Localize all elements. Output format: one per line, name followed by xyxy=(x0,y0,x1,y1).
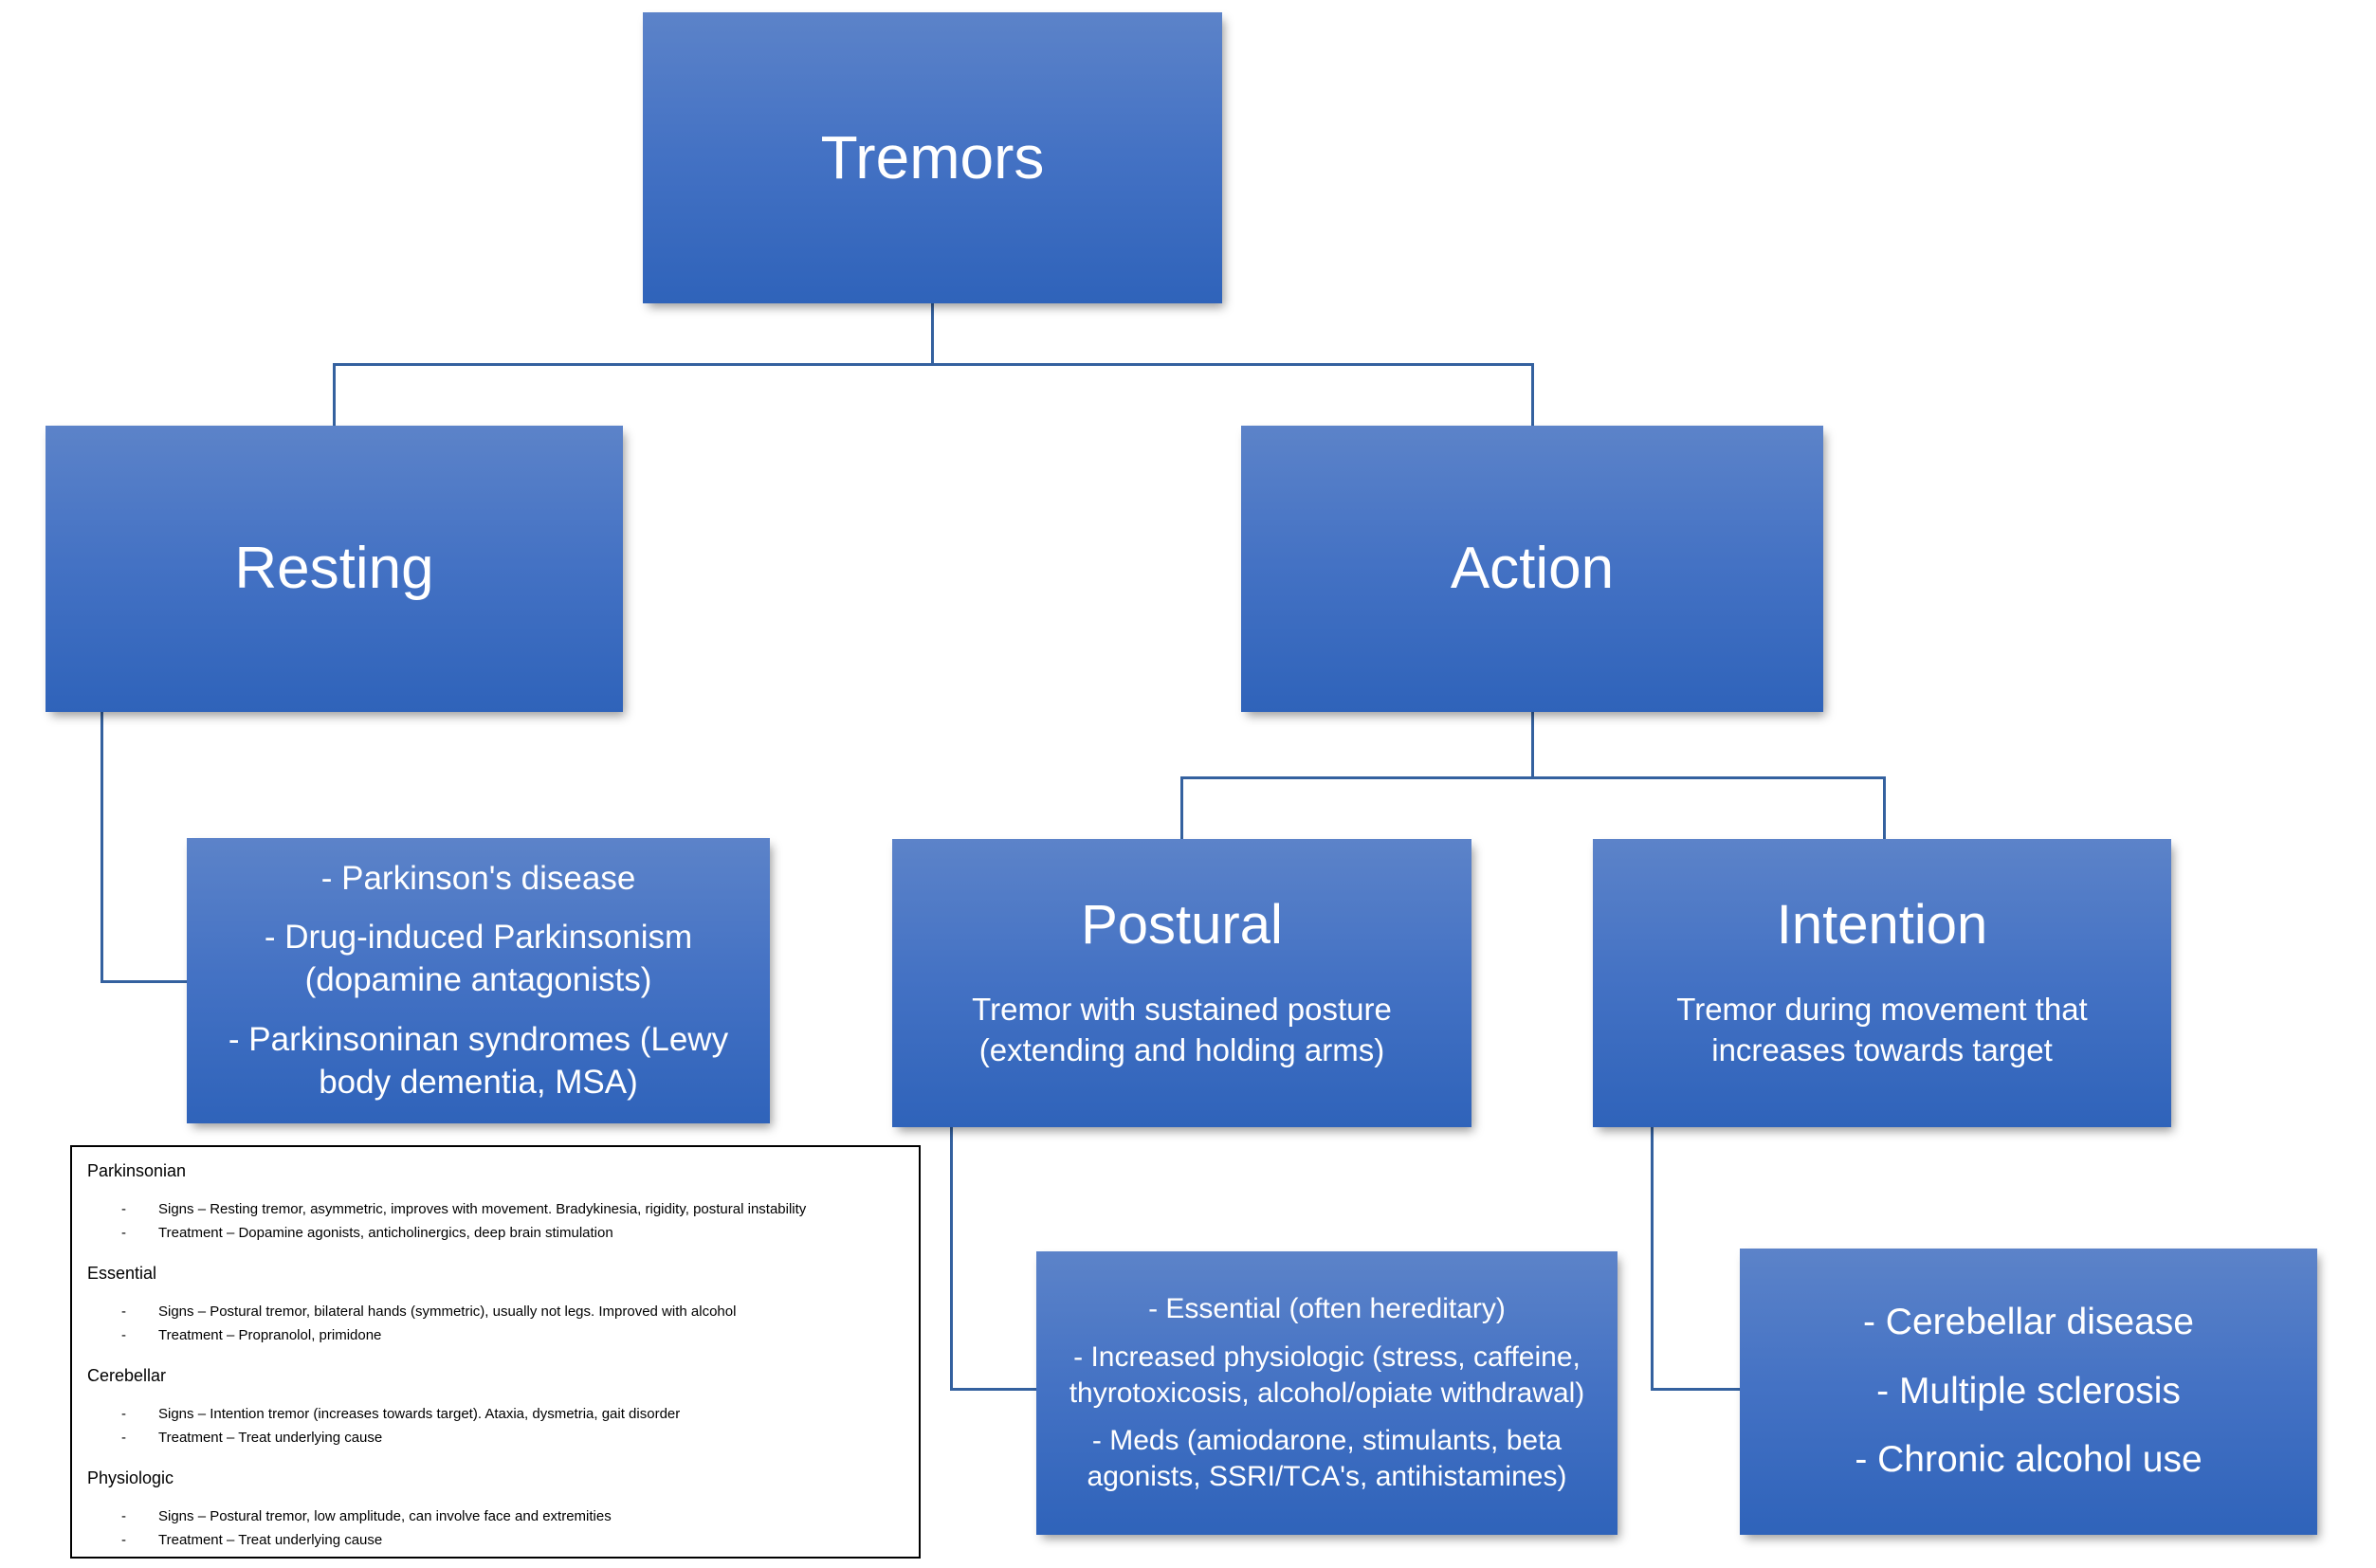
summary-heading: Essential xyxy=(87,1264,157,1283)
summary-bullet-text: Signs – Postural tremor, bilateral hands… xyxy=(158,1304,737,1320)
summary-bullet-text: Treatment – Treat underlying cause xyxy=(158,1532,383,1548)
summary-heading: Physiologic xyxy=(87,1468,174,1487)
list-item: - Increased physiologic (stress, caffein… xyxy=(1069,1340,1585,1409)
list-item: - Multiple sclerosis xyxy=(1876,1370,2181,1412)
summary-heading: Parkinsonian xyxy=(87,1161,187,1180)
summary-bullet-text: Treatment – Dopamine agonists, anticholi… xyxy=(158,1225,613,1241)
connector-intention-list-elbow xyxy=(1651,1388,1740,1391)
summary-heading: Cerebellar xyxy=(87,1366,167,1385)
node-intention-title: Intention xyxy=(1776,894,1988,957)
bullet-dash: - xyxy=(121,1201,126,1217)
summary-bullet-text: Signs – Resting tremor, asymmetric, impr… xyxy=(158,1201,807,1217)
node-tremors-label: Tremors xyxy=(820,123,1045,192)
summary-bullet: - Signs – Intention tremor (increases to… xyxy=(87,1402,904,1426)
summary-bullet-text: Signs – Intention tremor (increases towa… xyxy=(158,1406,681,1422)
node-postural[interactable]: Postural Tremor with sustained posture (… xyxy=(892,839,1471,1127)
list-item: - Cerebellar disease xyxy=(1862,1301,2194,1342)
summary-bullet: - Treatment – Treat underlying cause xyxy=(87,1528,904,1552)
list-item: - Parkinson's disease xyxy=(320,859,636,897)
connector-postural-list-elbow xyxy=(950,1388,1036,1391)
summary-bullet: - Signs – Postural tremor, low amplitude… xyxy=(87,1504,904,1528)
node-intention-causes[interactable]: - Cerebellar disease - Multiple sclerosi… xyxy=(1740,1249,2317,1535)
node-intention[interactable]: Intention Tremor during movement that in… xyxy=(1593,839,2171,1127)
connector-postural-list-stem xyxy=(950,1127,953,1391)
connector-resting-list-stem xyxy=(101,712,103,983)
bullet-dash: - xyxy=(121,1430,126,1446)
node-intention-subtitle: Tremor during movement that increases to… xyxy=(1676,992,2088,1067)
node-resting-label: Resting xyxy=(234,535,434,601)
connector-action-stem xyxy=(1531,712,1534,776)
node-action-label: Action xyxy=(1450,535,1615,601)
summary-bullet-text: Treatment – Treat underlying cause xyxy=(158,1430,383,1446)
bullet-dash: - xyxy=(121,1304,126,1320)
summary-bullet-text: Signs – Postural tremor, low amplitude, … xyxy=(158,1508,612,1524)
summary-bullet: - Treatment – Propranolol, primidone xyxy=(87,1323,904,1347)
node-action[interactable]: Action xyxy=(1241,426,1823,712)
bullet-dash: - xyxy=(121,1225,126,1241)
bullet-dash: - xyxy=(121,1508,126,1524)
connector-action-drop xyxy=(1531,363,1534,426)
node-resting[interactable]: Resting xyxy=(46,426,623,712)
node-postural-title: Postural xyxy=(1081,894,1283,957)
connector-action-crossbar xyxy=(1180,776,1886,779)
connector-tremors-stem xyxy=(931,303,934,363)
list-item: - Meds (amiodarone, stimulants, beta ago… xyxy=(1087,1425,1567,1493)
list-item: - Chronic alcohol use xyxy=(1855,1439,2202,1481)
summary-bullet: - Treatment – Dopamine agonists, anticho… xyxy=(87,1221,904,1245)
connector-tremors-crossbar xyxy=(333,363,1534,366)
bullet-dash: - xyxy=(121,1327,126,1343)
node-tremors[interactable]: Tremors xyxy=(643,12,1222,303)
summary-box[interactable]: Parkinsonian - Signs – Resting tremor, a… xyxy=(70,1145,921,1559)
node-postural-causes[interactable]: - Essential (often hereditary) - Increas… xyxy=(1036,1251,1618,1535)
list-item: - Essential (often hereditary) xyxy=(1148,1293,1506,1324)
summary-bullet: - Treatment – Treat underlying cause xyxy=(87,1426,904,1449)
node-postural-subtitle: Tremor with sustained posture (extending… xyxy=(972,992,1392,1067)
connector-postural-drop xyxy=(1180,776,1183,839)
summary-bullet: - Signs – Postural tremor, bilateral han… xyxy=(87,1300,904,1323)
list-item: - Parkinsoninan syndromes (Lewy body dem… xyxy=(228,1020,729,1101)
bullet-dash: - xyxy=(121,1532,126,1548)
list-item: - Drug-induced Parkinsonism (dopamine an… xyxy=(264,919,693,999)
summary-bullet: - Signs – Resting tremor, asymmetric, im… xyxy=(87,1197,904,1221)
connector-intention-drop xyxy=(1883,776,1886,839)
connector-resting-drop xyxy=(333,363,336,426)
connector-resting-list-elbow xyxy=(101,980,187,983)
summary-bullet-text: Treatment – Propranolol, primidone xyxy=(158,1327,382,1343)
bullet-dash: - xyxy=(121,1406,126,1422)
node-resting-causes[interactable]: - Parkinson's disease - Drug-induced Par… xyxy=(187,838,770,1123)
connector-intention-list-stem xyxy=(1651,1127,1654,1391)
